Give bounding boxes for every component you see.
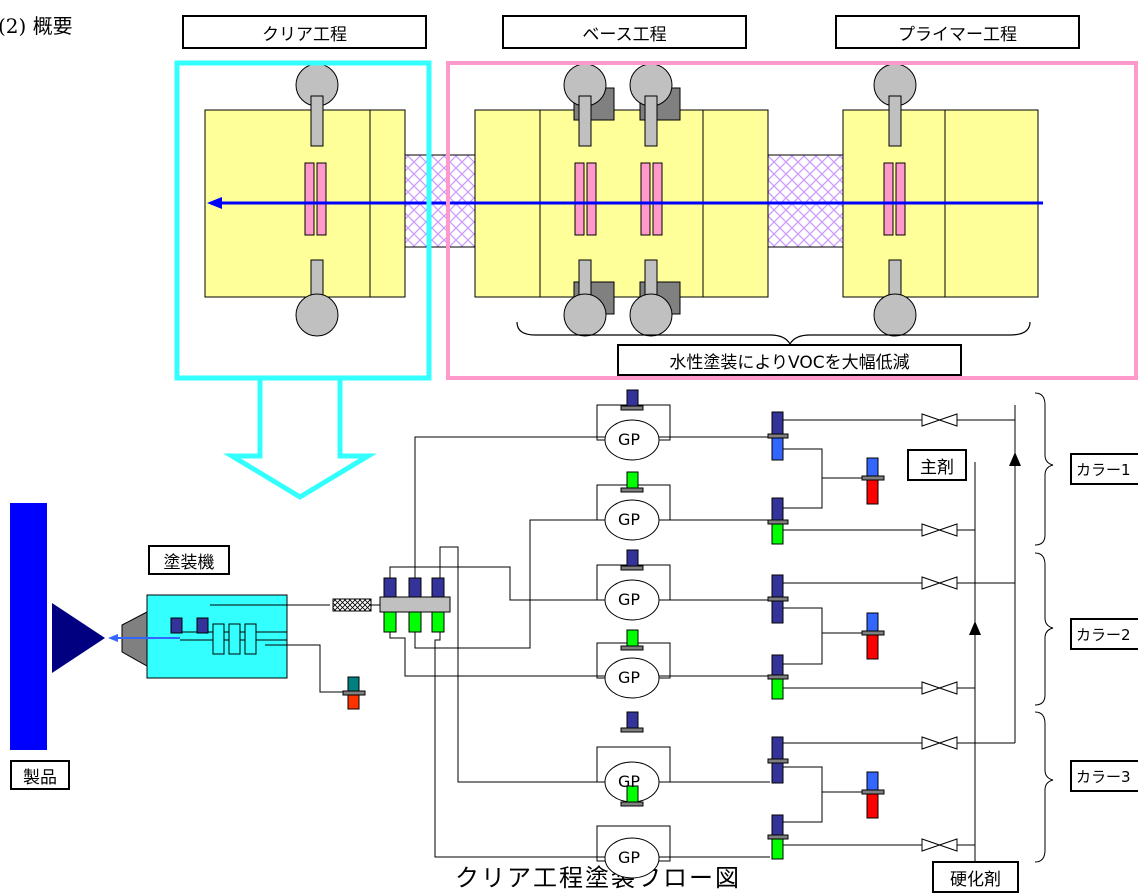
wash-valve-1 bbox=[861, 457, 885, 505]
voc-note: 水性塗装によりVOCを大幅低減 bbox=[617, 344, 962, 376]
valve-stack-2 bbox=[767, 497, 789, 545]
section-heading: (2) 概要 bbox=[0, 14, 73, 38]
spray-gun-base-1 bbox=[574, 162, 597, 236]
connector-hatch-2 bbox=[767, 154, 844, 248]
product-bar bbox=[10, 503, 47, 750]
pump-label-6: GP bbox=[618, 848, 641, 867]
valve-stack-1 bbox=[767, 411, 789, 461]
product-label: 製品 bbox=[10, 760, 70, 790]
pump-label-5: GP bbox=[618, 772, 641, 791]
spray-gun-base-2 bbox=[640, 162, 663, 236]
clear-process-label: クリア工程 bbox=[182, 15, 427, 49]
robot-base-top-1 bbox=[563, 63, 615, 147]
valve-stack-4 bbox=[767, 654, 789, 700]
brace-color-1 bbox=[1034, 392, 1054, 546]
main-agent-label: 主剤 bbox=[907, 449, 967, 481]
color-label-3: カラー3 bbox=[1070, 760, 1138, 792]
robot-base-bottom-2 bbox=[629, 259, 681, 337]
diagram-caption: クリア工程塗装フロー図 bbox=[455, 864, 741, 892]
flow-section bbox=[10, 389, 1054, 879]
robot-base-top-2 bbox=[629, 63, 681, 147]
coater-label: 塗装機 bbox=[148, 545, 230, 575]
spray-cone bbox=[52, 603, 105, 673]
hardener-label: 硬化剤 bbox=[932, 861, 1019, 893]
zoom-down-arrow bbox=[223, 375, 377, 500]
wash-valve-3 bbox=[861, 771, 885, 819]
water-based-process-frame bbox=[446, 61, 1138, 380]
gear-pump-3 bbox=[596, 549, 671, 621]
waste-valve bbox=[342, 676, 366, 710]
robot-clear-top bbox=[295, 63, 339, 147]
valve-stack-6 bbox=[767, 814, 789, 860]
valve-stack-3 bbox=[767, 574, 789, 624]
needle-valves bbox=[921, 413, 958, 852]
gear-pump-4 bbox=[596, 629, 671, 699]
pump-label-2: GP bbox=[618, 510, 641, 529]
wash-valve-2 bbox=[861, 612, 885, 660]
robot-primer-bottom bbox=[873, 259, 917, 337]
gear-pump-2 bbox=[596, 471, 671, 541]
connector-hatch-1 bbox=[404, 154, 476, 248]
hose-hatch bbox=[332, 598, 372, 612]
robot-clear-bottom bbox=[295, 259, 339, 337]
pump-label-1: GP bbox=[618, 430, 641, 449]
color-change-manifold bbox=[379, 577, 451, 633]
gear-pump-1 bbox=[596, 389, 671, 461]
gear-pump-6 bbox=[596, 785, 671, 879]
brace-color-3 bbox=[1034, 711, 1054, 863]
color-label-1: カラー1 bbox=[1070, 453, 1138, 485]
valve-stack-5 bbox=[767, 736, 789, 784]
brace-color-2 bbox=[1034, 552, 1054, 706]
pump-label-3: GP bbox=[618, 590, 641, 609]
color-label-2: カラー2 bbox=[1070, 618, 1138, 650]
primer-process-label: プライマー工程 bbox=[835, 15, 1080, 49]
base-process-label: ベース工程 bbox=[502, 15, 747, 49]
robot-base-bottom-1 bbox=[563, 259, 615, 337]
spray-gun-primer bbox=[883, 162, 906, 236]
voc-brace bbox=[516, 321, 1031, 346]
spray-gun-clear bbox=[304, 162, 327, 236]
pump-label-4: GP bbox=[618, 668, 641, 687]
booth-layout bbox=[174, 60, 1138, 381]
